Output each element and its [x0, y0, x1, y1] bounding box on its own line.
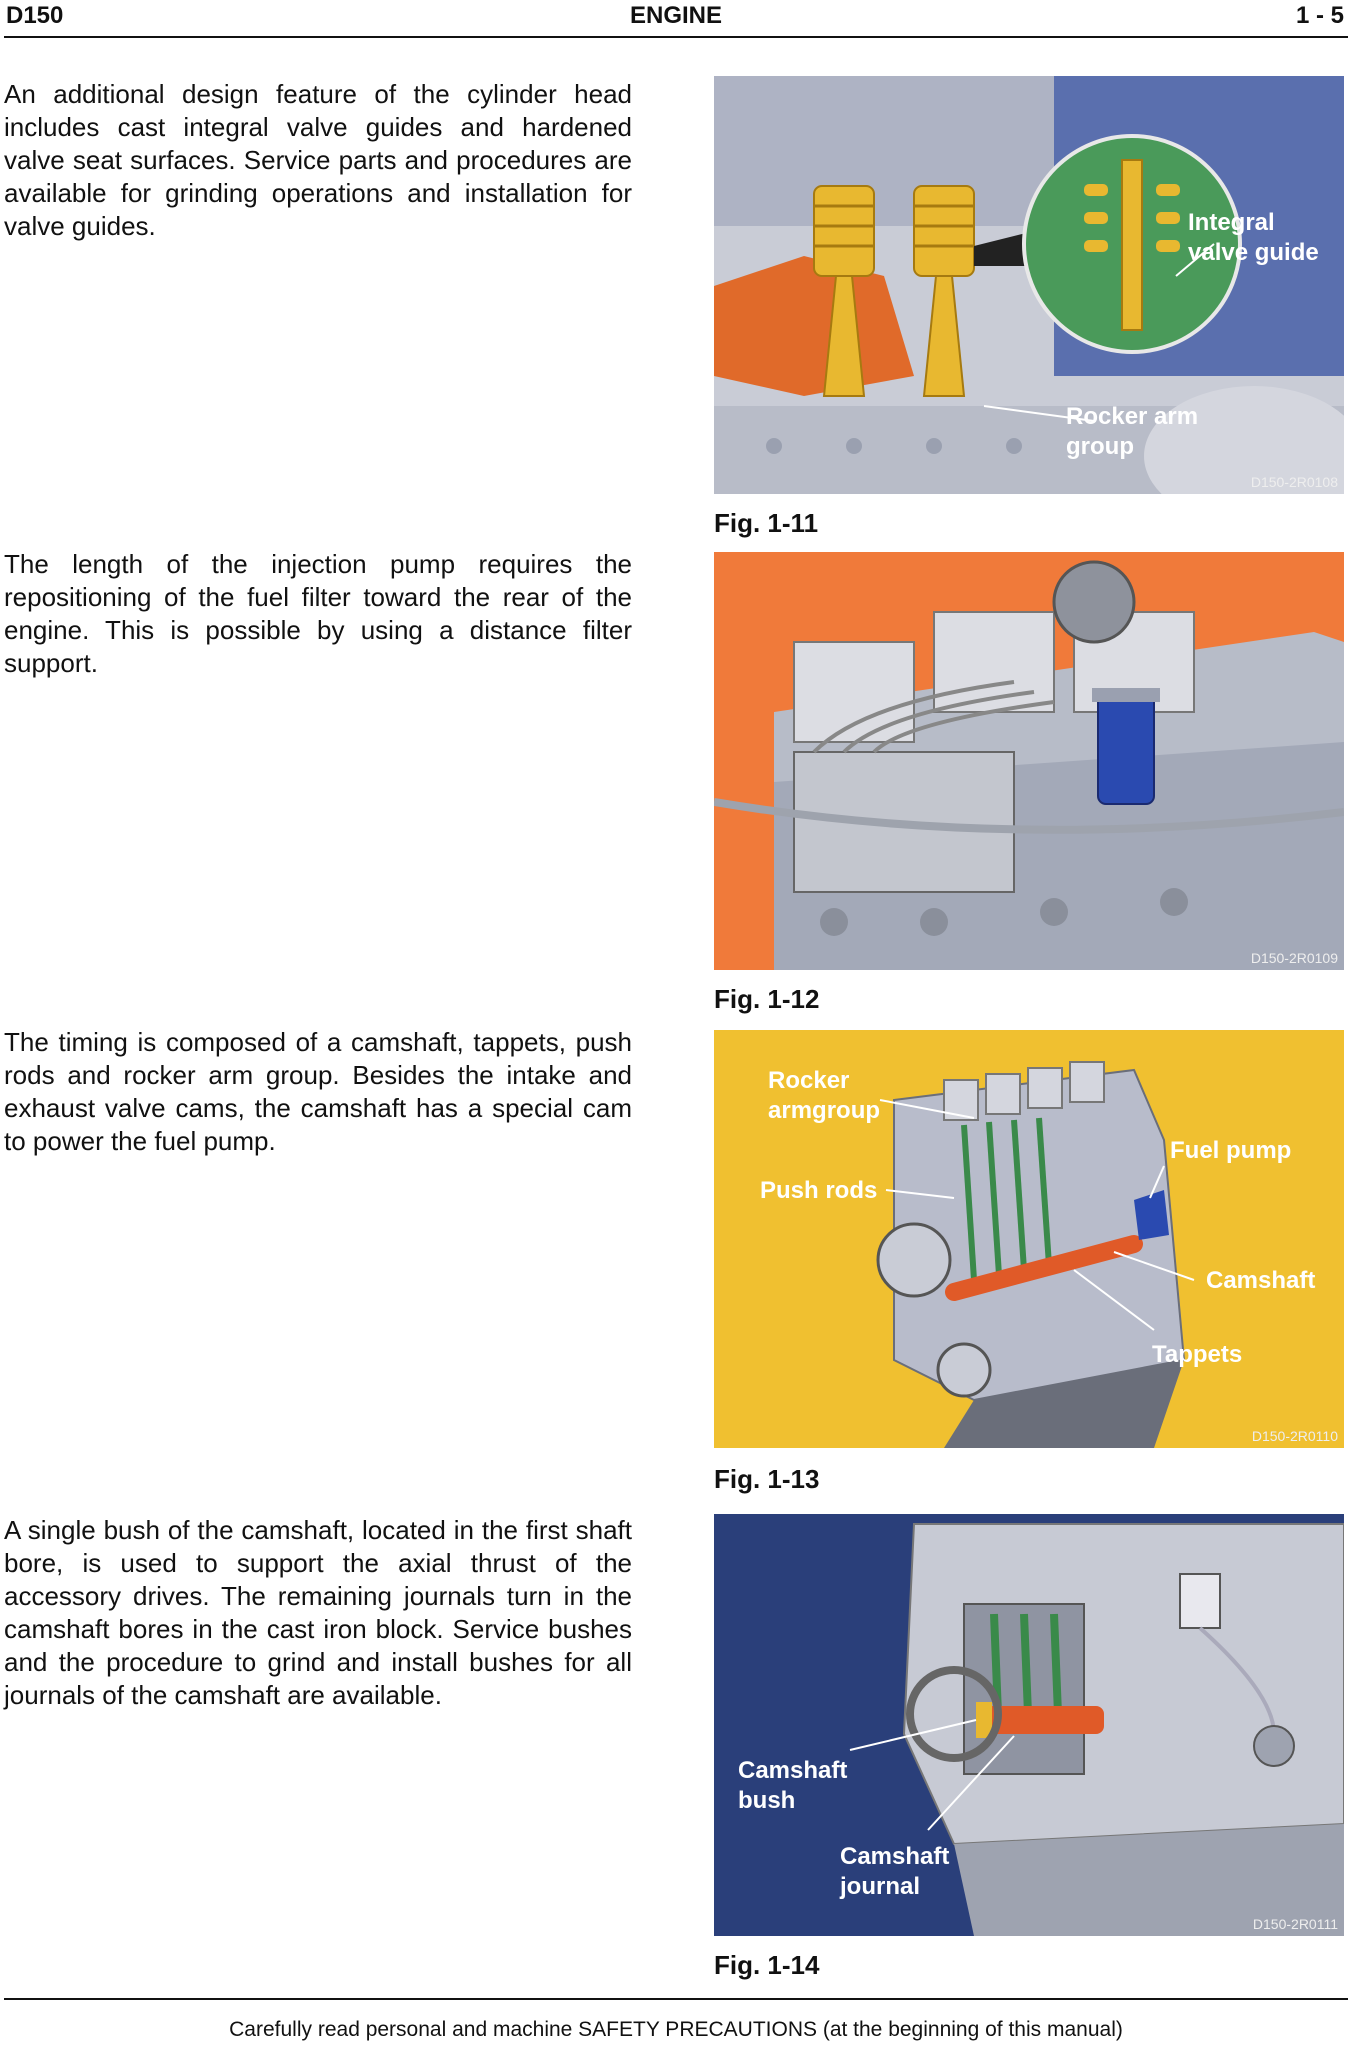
figure-code: D150-2R0110 [1251, 1428, 1338, 1444]
figure-code: D150-2R0111 [1252, 1916, 1338, 1932]
paragraph-valve-guides: An additional design feature of the cyli… [4, 79, 632, 241]
header-rule [4, 36, 1348, 38]
label-camshaft: Camshaft [1206, 1267, 1316, 1294]
label-integral-valve-guide: Integral valve guide [1188, 209, 1319, 266]
label-rocker-armgroup: Rocker armgroup [768, 1067, 881, 1124]
figure-1-11-caption: Fig. 1-11 [714, 508, 819, 538]
label-push-rods: Push rods [760, 1177, 878, 1204]
paragraph-fuel-filter: The length of the injection pump require… [4, 549, 632, 678]
figure-1-11-image: Integral valve guide Rocker arm group D1… [714, 76, 1344, 494]
figure-code: D150-2R0108 [1250, 474, 1338, 490]
label-tappets: Tappets [1152, 1341, 1243, 1368]
label-fuel-pump: Fuel pump [1170, 1137, 1292, 1164]
page-number: 1 - 5 [1295, 2, 1344, 29]
label-rocker-arm-group: Rocker arm group [1066, 403, 1199, 460]
label-camshaft-journal: Camshaft journal [840, 1843, 950, 1900]
label-camshaft-bush: Camshaft bush [738, 1757, 848, 1814]
safety-footer: Carefully read personal and machine SAFE… [229, 2018, 1123, 2041]
manual-model: D150 [6, 2, 64, 29]
figure-1-12-image: D150-2R0109 [714, 552, 1344, 970]
paragraph-timing: The timing is composed of a camshaft, ta… [4, 1027, 632, 1156]
figure-1-13-image: Rocker armgroup Push rods Fuel pump Cams… [714, 1030, 1344, 1448]
figure-1-14-caption: Fig. 1-14 [714, 1950, 820, 1980]
footer-rule [4, 1998, 1348, 2000]
section-title: ENGINE [629, 2, 722, 29]
figure-1-12-caption: Fig. 1-12 [714, 984, 820, 1014]
figure-code: D150-2R0109 [1250, 950, 1338, 966]
paragraph-camshaft-bush: A single bush of the camshaft, located i… [4, 1515, 632, 1710]
figure-1-14-image: Camshaft bush Camshaft journal D150-2R01… [714, 1514, 1344, 1936]
figure-1-13-caption: Fig. 1-13 [714, 1464, 820, 1494]
